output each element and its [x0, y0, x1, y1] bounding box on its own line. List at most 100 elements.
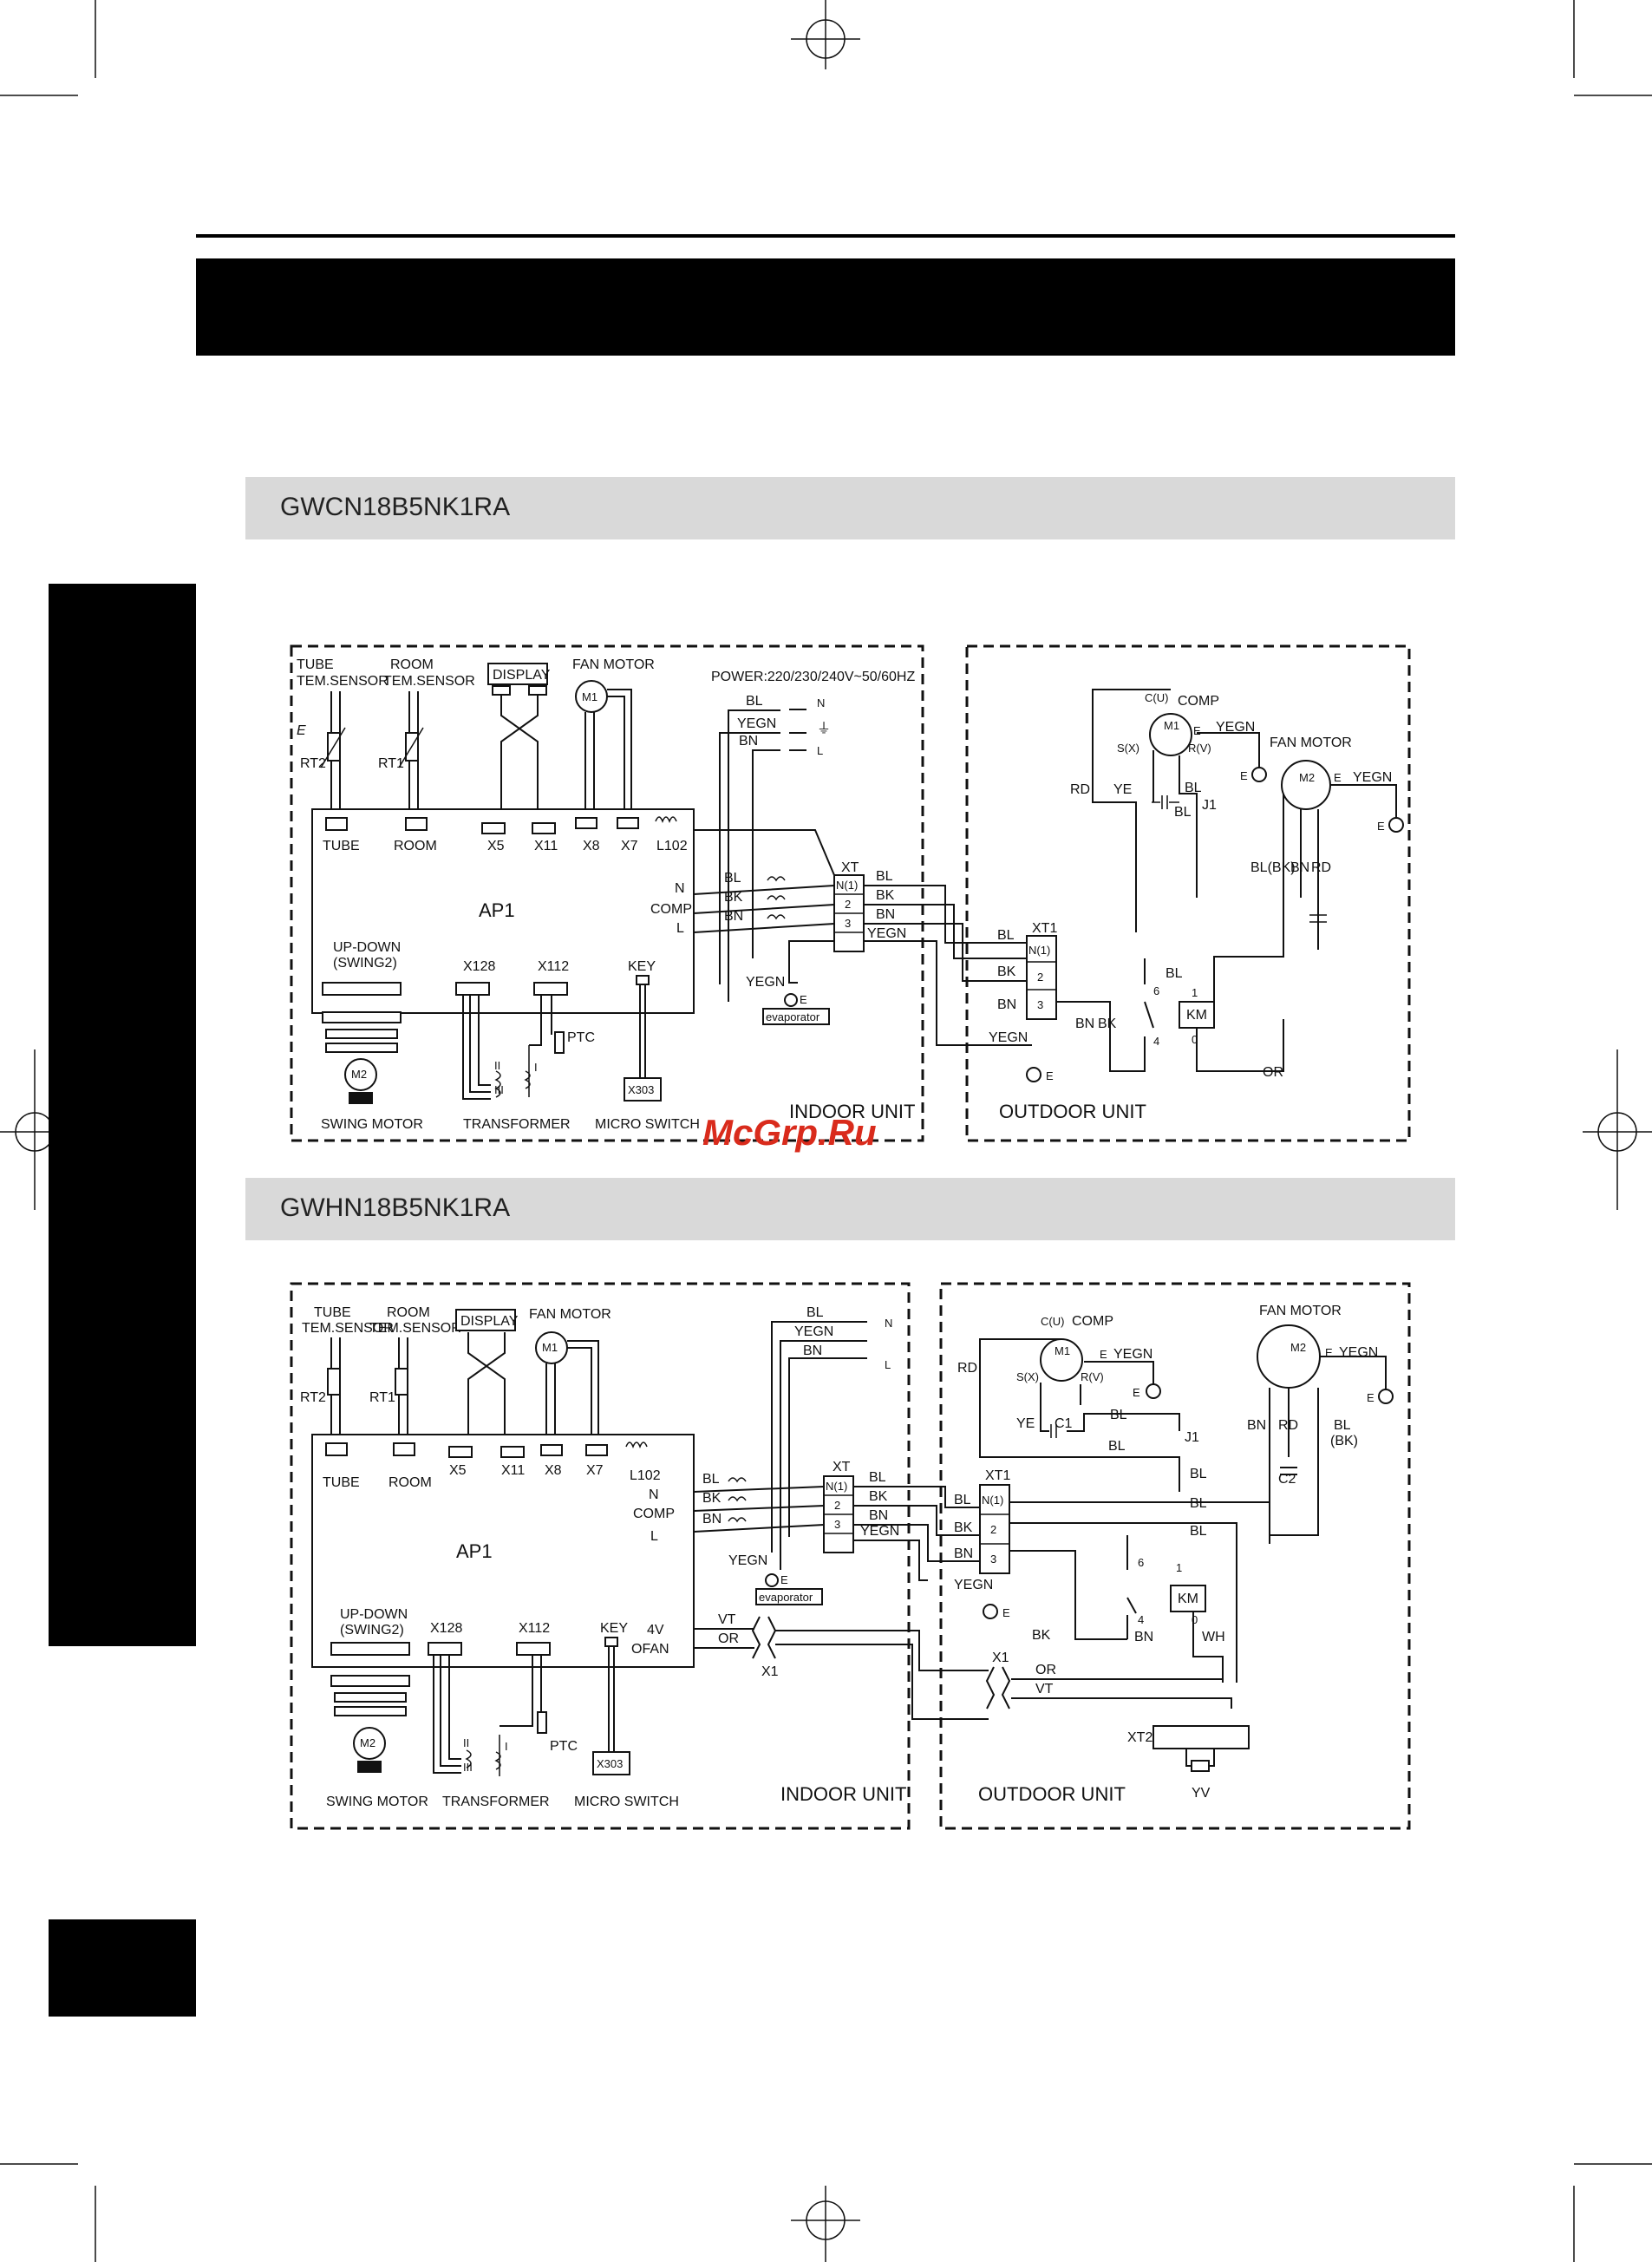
rt2-label: RT2: [300, 756, 326, 771]
micro-switch: X303 MICRO SWITCH: [595, 984, 700, 1132]
d2-comp-sx: S(X): [1016, 1370, 1039, 1383]
d2-x1-outdoor: X1: [992, 1651, 1009, 1665]
d2-rt1-label: RT1: [369, 1390, 395, 1405]
d2-x128: X128: [430, 1621, 462, 1636]
d2-tube-label: TUBE: [314, 1305, 351, 1320]
room-connector: ROOM: [394, 839, 437, 853]
xt1-3: 3: [1037, 998, 1043, 1011]
header-bar: [196, 258, 1455, 356]
fan-rd: RD: [1311, 860, 1331, 875]
outdoor-unit-border: [965, 644, 1411, 1142]
x303-label: X303: [628, 1083, 654, 1096]
d2-x112: X112: [519, 1621, 550, 1636]
relay-bn: BN: [1075, 1017, 1094, 1031]
d2-x11: X11: [501, 1463, 525, 1478]
power-lines: [719, 709, 780, 1002]
d2-x1-outdoor-connector: [985, 1666, 1011, 1710]
d2-fan-bl: BL: [1334, 1418, 1351, 1433]
d2-power-l: L: [885, 1358, 891, 1371]
d2-xt-bn: BN: [869, 1508, 888, 1523]
fan-ground-e: E: [1377, 820, 1385, 833]
fan-m2-label: M2: [1299, 771, 1315, 784]
power-bn-label: BN: [739, 734, 758, 749]
d2-up-down: UP-DOWN: [340, 1607, 408, 1622]
d2-xt1-3: 3: [990, 1553, 996, 1566]
outdoor-unit-border-2: [939, 1282, 1411, 1830]
evaporator-label: evaporator: [766, 1010, 820, 1023]
d2-ap1-l: L: [650, 1529, 658, 1544]
d2-ap1-comp: COMP: [633, 1507, 675, 1521]
d2-outdoor-fan-m2: [1257, 1324, 1321, 1389]
outdoor-comp-label: COMP: [1178, 694, 1219, 709]
xt-yegn: YEGN: [867, 926, 906, 941]
km-1: 1: [1192, 986, 1198, 999]
d2-xt1-2: 2: [990, 1523, 996, 1536]
d2-comp-e: E: [1100, 1348, 1107, 1361]
d2-xt1-bn: BN: [954, 1546, 973, 1561]
j1-label: J1: [1202, 798, 1217, 813]
d2-evap-yegn: YEGN: [728, 1553, 767, 1568]
d2-km-0: 0: [1192, 1613, 1198, 1626]
xt1-bk: BK: [997, 964, 1016, 979]
xt1-yegn: YEGN: [989, 1030, 1028, 1045]
d2-swing2: (SWING2): [340, 1623, 404, 1638]
fan-e: E: [1334, 771, 1342, 784]
d2-micro-switch: X303 MICRO SWITCH: [574, 1646, 679, 1809]
model-title-1: GWCN18B5NK1RA: [280, 493, 511, 521]
km-label: KM: [1186, 1008, 1207, 1023]
d2-rd: RD: [957, 1361, 977, 1376]
d2-ap1-n: N: [649, 1487, 659, 1502]
d2-outdoor-unit-label: OUTDOOR UNIT: [978, 1783, 1126, 1805]
d2-room-tem-sensor: TEM.SENSOR: [369, 1321, 461, 1336]
ptc-label: PTC: [567, 1030, 595, 1045]
swing-motor-label: SWING MOTOR: [321, 1117, 423, 1132]
ap1-n-terminal: N: [675, 881, 685, 896]
xt1-label: XT1: [1032, 921, 1057, 936]
d2-x1-indoor-connector: [751, 1616, 777, 1659]
d2-comp-bl: BL: [1110, 1408, 1127, 1422]
d2-power-yegn: YEGN: [794, 1324, 833, 1339]
ap1-bk-wire: BK: [724, 890, 743, 905]
xt1-bl: BL: [997, 928, 1015, 943]
d2-xt-n1: N(1): [826, 1480, 847, 1493]
d2-evaporator: evaporator: [759, 1591, 813, 1604]
d2-rt2-label: RT2: [300, 1390, 326, 1405]
d2-fan-yegn: YEGN: [1339, 1345, 1378, 1360]
d2-outdoor-fan-label: FAN MOTOR: [1259, 1304, 1342, 1318]
d2-j1-bl: BL: [1190, 1467, 1207, 1481]
d2-km-relay: [1170, 1585, 1206, 1612]
d2-l102: L102: [630, 1468, 661, 1483]
key-label: KEY: [628, 959, 656, 974]
relay-bl: BL: [1166, 966, 1183, 981]
d2-display-box: [455, 1309, 516, 1331]
d2-display-label: DISPLAY: [460, 1314, 519, 1329]
xt-label: XT: [841, 860, 859, 875]
d2-fan-m2: M2: [1290, 1341, 1306, 1354]
d2-m1-label: M1: [542, 1341, 558, 1354]
d2-xt-bk: BK: [869, 1489, 888, 1504]
l102-label: L102: [656, 839, 688, 853]
sensor-rt2: E RT2: [297, 691, 346, 811]
tube-tem-sensor-label: TEM.SENSOR: [297, 674, 389, 689]
ap1-bn-wire: BN: [724, 909, 743, 924]
fan-bn: BN: [1290, 860, 1309, 875]
crop-mark-top: [0, 0, 1652, 96]
transformer: PTC II III I TRANSFORMER: [462, 995, 595, 1132]
indoor-unit-border: [290, 644, 924, 1142]
d2-comp-ground-e: E: [1133, 1386, 1140, 1399]
indoor-fan-motor-label: FAN MOTOR: [572, 657, 655, 672]
d2-yv: YV: [1192, 1786, 1211, 1801]
rt1-label: RT1: [378, 756, 404, 771]
d2-vt: VT: [718, 1612, 736, 1627]
d2-comp-bl-2: BL: [1108, 1439, 1126, 1454]
d2-transformer-i: I: [505, 1740, 508, 1753]
d2-x5: X5: [449, 1463, 467, 1478]
d2-ap1-board: [311, 1434, 695, 1668]
d2-transformer-label: TRANSFORMER: [442, 1795, 550, 1809]
wiring-diagram-2: TUBE TEM.SENSOR ROOM TEM.SENSOR RT2 RT1 …: [290, 1282, 1411, 1830]
d2-comp-yegn: YEGN: [1113, 1347, 1152, 1362]
d2-xt-3: 3: [834, 1518, 840, 1531]
d2-relay-4: 4: [1138, 1613, 1144, 1626]
d2-tube-tem-sensor: TEM.SENSOR: [302, 1321, 394, 1336]
